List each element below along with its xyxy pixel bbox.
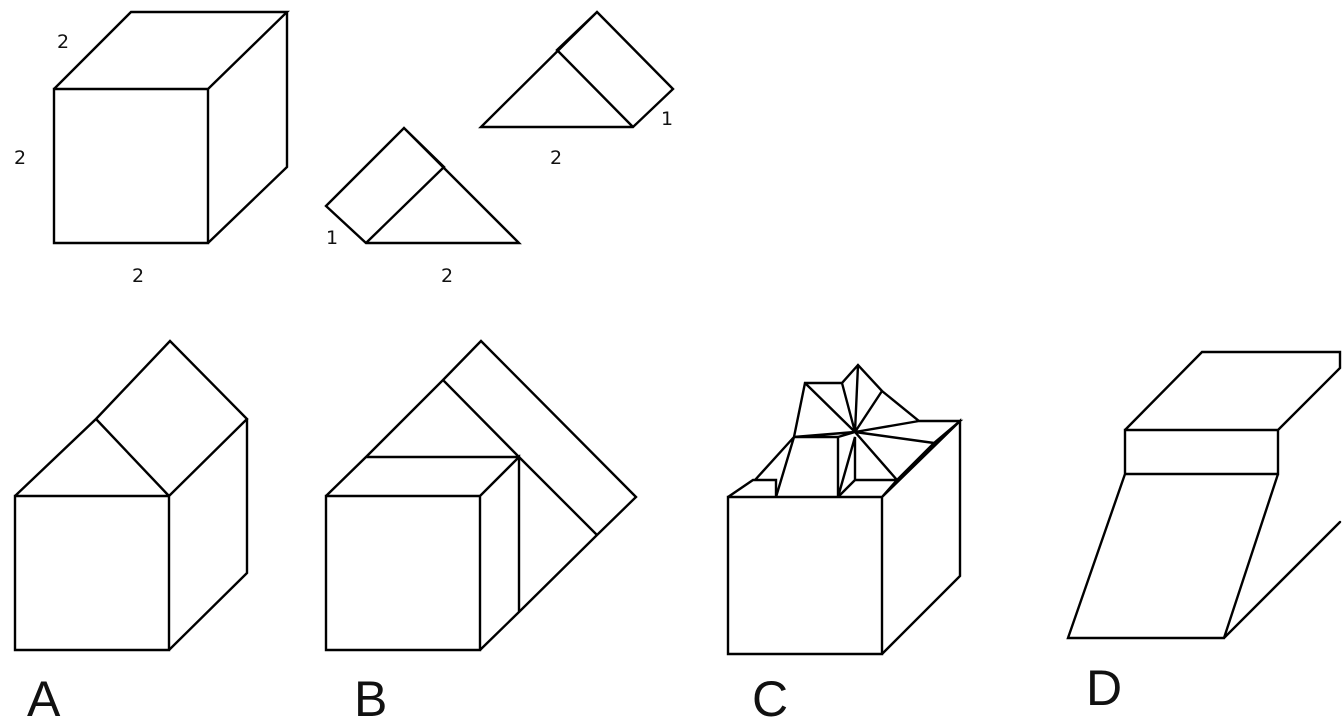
option-c-label: C <box>752 671 788 726</box>
option-b-figure[interactable] <box>324 339 638 652</box>
given-prism-right: 1 2 <box>478 10 675 169</box>
prism-left-base-dimension: 2 <box>441 265 453 287</box>
option-c-figure[interactable] <box>726 363 964 656</box>
cube-bottom-dimension: 2 <box>132 265 144 287</box>
prism-right-base-dimension: 2 <box>550 147 562 169</box>
option-d-label: D <box>1086 660 1122 716</box>
option-a-label: A <box>27 671 61 726</box>
prism-left-depth-dimension: 1 <box>326 227 338 249</box>
option-a-figure[interactable] <box>13 339 249 652</box>
cube-top-dimension: 2 <box>57 31 69 53</box>
given-cube: 2 2 2 <box>14 10 290 287</box>
option-d-figure[interactable] <box>1066 350 1342 640</box>
given-prism-left: 1 2 <box>324 126 522 287</box>
cube-height-dimension: 2 <box>14 147 26 169</box>
option-b-label: B <box>354 671 387 726</box>
prism-right-depth-dimension: 1 <box>661 108 673 130</box>
